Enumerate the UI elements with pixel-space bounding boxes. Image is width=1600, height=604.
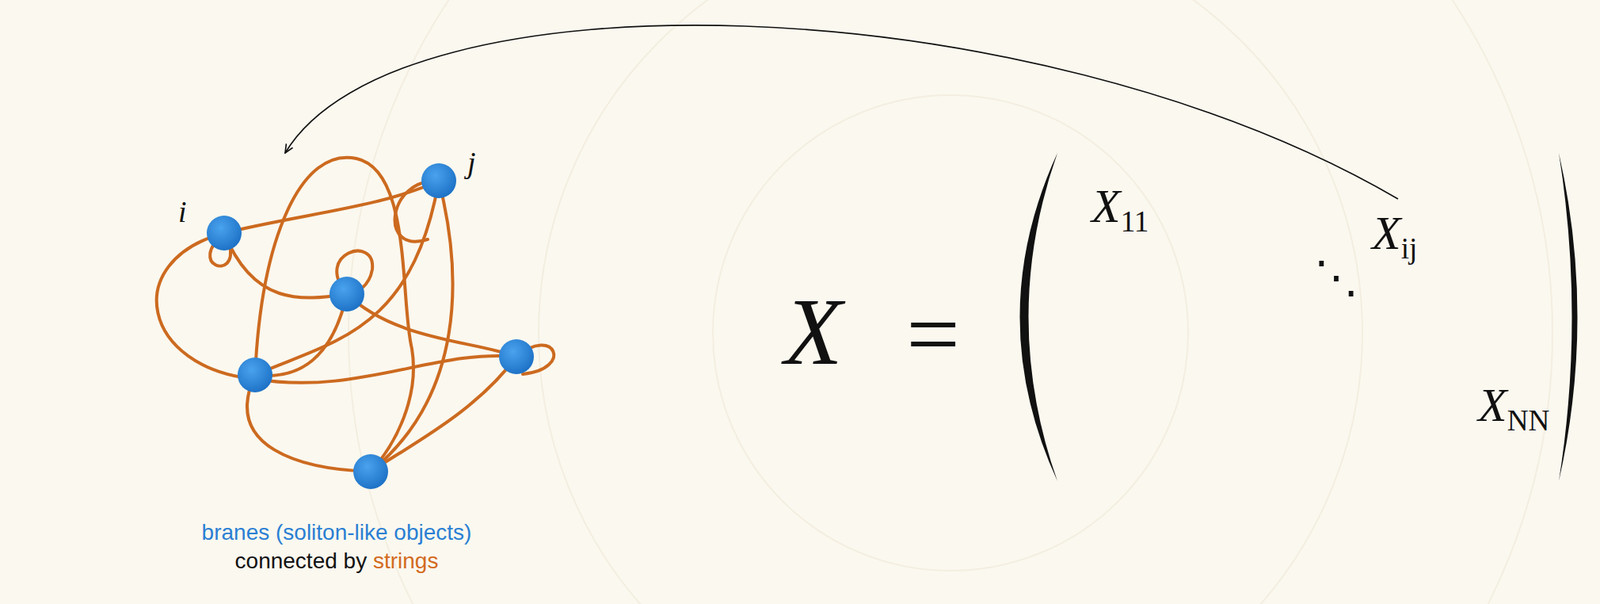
strings — [156, 157, 554, 472]
subscript: NN — [1507, 403, 1551, 437]
index-label-text: i — [178, 194, 187, 229]
index-label: j — [467, 145, 477, 181]
background-rings — [348, 0, 1553, 604]
matrix-entry-text: X — [1091, 179, 1121, 233]
matrix-entry: XNN — [1478, 377, 1550, 439]
caption-line-text: branes (soliton-like objects) — [201, 519, 473, 545]
subscript: 11 — [1120, 205, 1150, 238]
brane-dots — [206, 163, 534, 489]
caption-line: connected bystrings — [235, 548, 439, 574]
equals-sign: = — [906, 279, 960, 389]
caption-line-text: strings — [373, 548, 439, 573]
matrix-entry-text: X — [1478, 378, 1508, 431]
index-label: i — [178, 194, 187, 230]
diagonal-dots: ⋱ — [1314, 251, 1359, 303]
matrix-paren-left — [1020, 152, 1059, 481]
diagonal-dots-text: ⋱ — [1314, 252, 1359, 302]
matrix-symbol: X — [784, 277, 842, 387]
subscript: ij — [1401, 232, 1418, 265]
matrix-entry: X11 — [1091, 179, 1149, 240]
index-label-text: j — [467, 145, 477, 180]
caption-line-text: connected by — [235, 548, 368, 573]
matrix-entry-text: X — [1371, 206, 1402, 260]
equals-sign-text: = — [906, 281, 960, 387]
matrix-entry: Xij — [1371, 205, 1418, 267]
caption-line: branes (soliton-like objects) — [201, 519, 473, 545]
matrix-paren-right — [1558, 152, 1578, 481]
pointer-arrow — [285, 25, 1399, 199]
matrix-symbol-text: X — [784, 278, 842, 385]
